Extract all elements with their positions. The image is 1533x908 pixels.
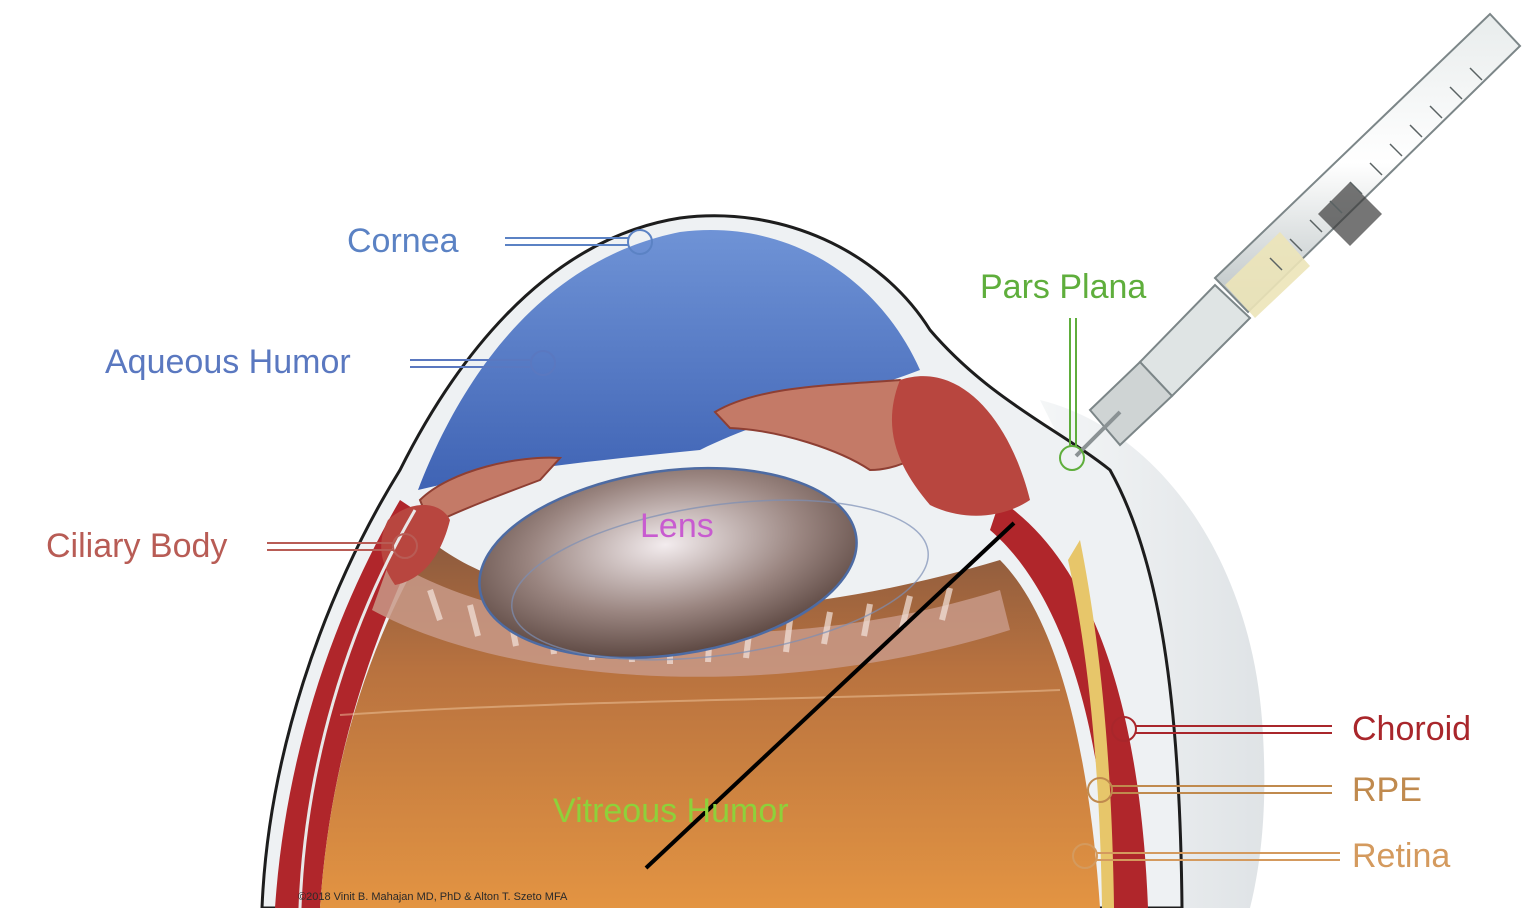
syringe — [1076, 14, 1520, 456]
label-choroid: Choroid — [1352, 712, 1471, 746]
label-lens: Lens — [640, 509, 714, 543]
label-ciliary-body: Ciliary Body — [46, 529, 227, 563]
label-aqueous-humor: Aqueous Humor — [105, 345, 351, 379]
label-vitreous-humor: Vitreous Humor — [553, 794, 789, 828]
label-retina: Retina — [1352, 839, 1450, 873]
copyright-credit: ©2018 Vinit B. Mahajan MD, PhD & Alton T… — [298, 891, 567, 903]
label-rpe: RPE — [1352, 773, 1422, 807]
label-pars-plana: Pars Plana — [980, 270, 1146, 304]
label-cornea: Cornea — [347, 224, 459, 258]
